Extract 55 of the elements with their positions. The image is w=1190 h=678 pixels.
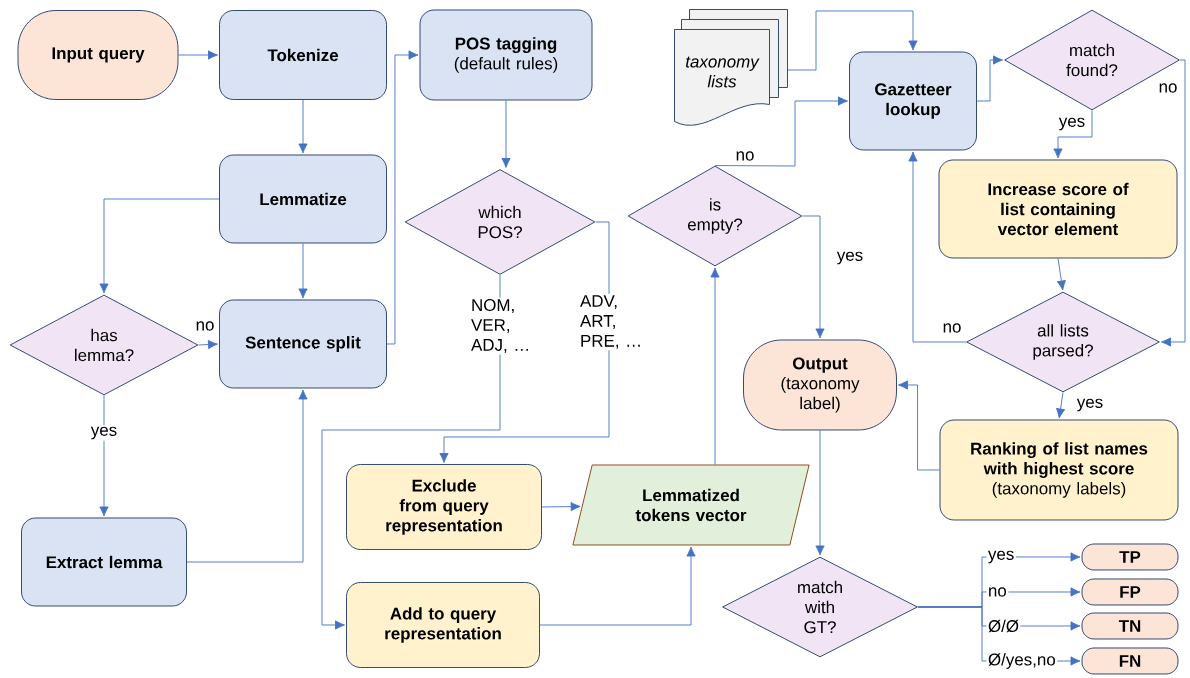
action-box: Ranking of list names with highest score (taxonomy labels) [939,419,1179,521]
arrow [815,430,825,556]
edge-label: yes [986,549,1016,565]
action-box: Add to query representation [346,582,540,668]
process-box: Extract lemma [21,517,187,607]
arrow [298,99,308,154]
arrow [1053,110,1093,159]
edge-label: no [941,321,963,335]
action-box: Exclude from query representation [346,464,542,550]
edge-label: no [734,149,756,163]
arrow [99,395,109,517]
edge-label: yes [835,250,865,266]
result-box: TP [1081,543,1179,571]
arrow [386,50,419,345]
process-box: Sentence split [219,299,387,389]
arrow [501,100,511,168]
edge-label: yes [1075,397,1105,413]
process-box: Tokenize [219,10,387,100]
result-box: FP [1081,578,1179,606]
edge-label: no [986,585,1009,599]
arrow [186,389,308,563]
arrow [976,55,1003,102]
arrow [898,380,940,471]
process-box: Lemmatize [219,154,387,244]
arrow [541,502,581,512]
arrow [908,151,967,343]
arrow [1056,258,1066,291]
edge-label: no [1157,81,1179,95]
arrow [198,339,218,350]
arrow [99,198,220,294]
arrow [539,546,696,626]
arrow [321,274,501,630]
edge-label: yes [89,425,119,441]
result-box: TN [1081,612,1179,640]
result-box: FN [1081,647,1179,675]
document-stack-drawing: taxonomy lists [674,9,788,126]
terminal-box: Output (taxonomy label) [743,339,897,431]
arrow [802,215,825,339]
edge-label: ADV, ART, PRE, … [578,293,648,351]
arrow [714,96,848,167]
arrow [298,243,308,299]
edge-label: NOM, VER, ADJ, … [469,297,539,355]
terminal-box: Input query [17,10,179,100]
data-parallelogram: Lemmatized tokens vector [572,464,810,546]
process-box: Gazetteer lookup [849,51,977,151]
arrow [787,10,918,71]
arrow [710,267,720,465]
action-box: Increase score of list containing vector element [938,159,1178,259]
edge-label: yes [1057,116,1087,132]
edge-label: Ø/yes,no [986,651,1058,671]
arrow [178,50,218,60]
process-box: POS tagging (default rules) [419,9,593,101]
edge-label: Ø/Ø [986,618,1021,634]
arrow [1161,59,1186,347]
arrow [1056,392,1066,419]
